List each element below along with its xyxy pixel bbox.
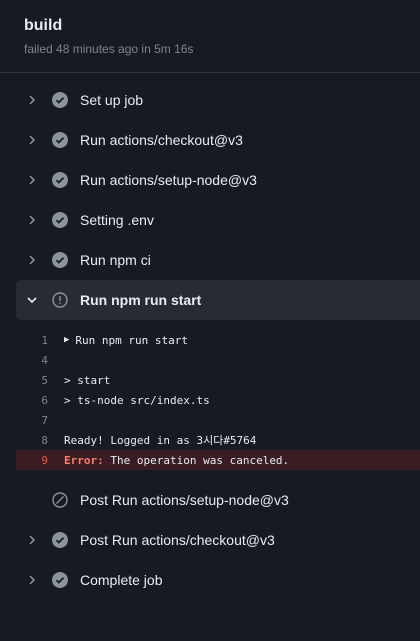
cancelled-icon [52, 292, 68, 308]
error-keyword: Error: [64, 453, 104, 467]
step-label: Run actions/checkout@v3 [80, 132, 243, 148]
success-icon [52, 92, 68, 108]
log-text: > start [64, 373, 111, 387]
success-icon [52, 212, 68, 228]
log-text: Run npm run start [75, 333, 189, 347]
log-line: 7 [0, 410, 420, 430]
chevron-right-icon [26, 134, 38, 146]
step-label: Run actions/setup-node@v3 [80, 172, 257, 188]
step-npm-ci[interactable]: Run npm ci [0, 240, 420, 280]
chevron-right-icon [26, 214, 38, 226]
success-icon [52, 252, 68, 268]
log-text: The operation was canceled. [103, 453, 290, 467]
success-icon [52, 132, 68, 148]
step-label: Run npm run start [80, 292, 202, 308]
chevron-right-icon [26, 534, 38, 546]
success-icon [52, 532, 68, 548]
job-header: build failed 48 minutes ago in 5m 16s [0, 0, 420, 73]
log-output: 1 ▶ Run npm run start 4 5 > start 6 > ts… [0, 320, 420, 480]
step-set-up-job[interactable]: Set up job [0, 80, 420, 120]
job-meta: failed 48 minutes ago in 5m 16s [24, 42, 194, 56]
step-label: Post Run actions/checkout@v3 [80, 532, 275, 548]
line-number[interactable]: 6 [41, 393, 48, 407]
step-post-checkout[interactable]: Post Run actions/checkout@v3 [0, 520, 420, 560]
chevron-right-icon [26, 174, 38, 186]
chevron-right-icon [26, 254, 38, 266]
step-complete-job[interactable]: Complete job [0, 560, 420, 600]
line-number[interactable]: 4 [41, 353, 48, 367]
step-label: Run npm ci [80, 252, 151, 268]
step-setting-env[interactable]: Setting .env [0, 200, 420, 240]
steps-list: Set up job Run actions/checkout@v3 Run a… [0, 73, 420, 600]
chevron-right-icon [26, 94, 38, 106]
line-number[interactable]: 8 [41, 433, 48, 447]
step-setup-node[interactable]: Run actions/setup-node@v3 [0, 160, 420, 200]
success-icon [52, 172, 68, 188]
chevron-down-icon [26, 294, 38, 306]
line-number[interactable]: 7 [41, 413, 48, 427]
skipped-icon [52, 492, 68, 508]
log-line: 6 > ts-node src/index.ts [0, 390, 420, 410]
line-number[interactable]: 1 [41, 333, 48, 347]
log-line: 4 [0, 350, 420, 370]
step-label: Set up job [80, 92, 144, 108]
expand-group-icon[interactable]: ▶ [64, 335, 70, 345]
log-line: 8 Ready! Logged in as 3시다#5764 [0, 430, 420, 450]
job-title: build [24, 17, 63, 34]
step-npm-run-start[interactable]: Run npm run start [16, 280, 420, 320]
success-icon [52, 572, 68, 588]
log-line-error: 9 Error: The operation was canceled. [16, 450, 420, 470]
step-label: Post Run actions/setup-node@v3 [80, 492, 289, 508]
step-checkout[interactable]: Run actions/checkout@v3 [0, 120, 420, 160]
step-label: Setting .env [80, 212, 154, 228]
log-line: 5 > start [0, 370, 420, 390]
log-text: > ts-node src/index.ts [64, 393, 210, 407]
log-line[interactable]: 1 ▶ Run npm run start [0, 330, 420, 350]
line-number[interactable]: 9 [41, 453, 48, 467]
log-text: Ready! Logged in as 3시다#5764 [64, 434, 257, 447]
step-label: Complete job [80, 572, 163, 588]
chevron-right-icon [26, 574, 38, 586]
step-post-setup-node[interactable]: Post Run actions/setup-node@v3 [0, 480, 420, 520]
line-number[interactable]: 5 [41, 373, 48, 387]
